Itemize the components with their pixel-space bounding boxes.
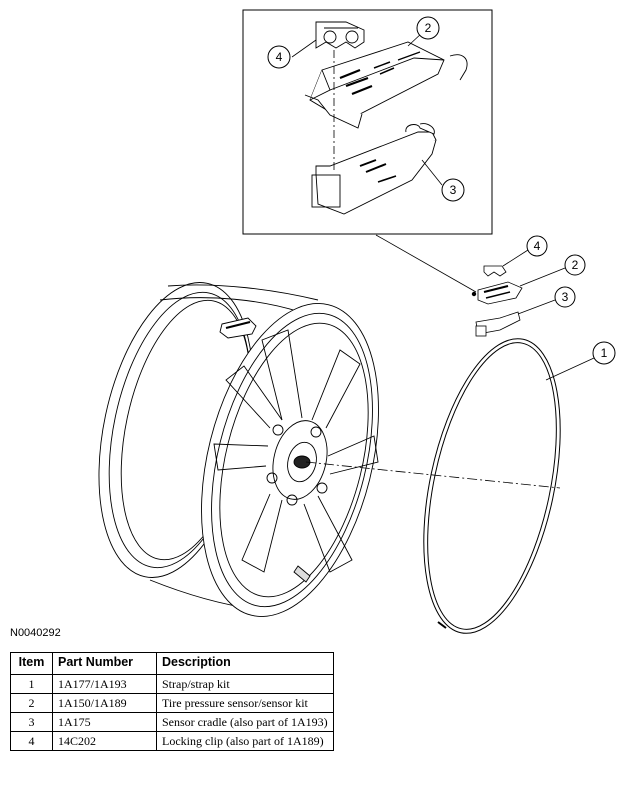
header-description: Description [156, 652, 334, 675]
inset-leader-line [375, 234, 477, 293]
figure-id: N0040292 [10, 627, 61, 639]
small-locking-clip [483, 265, 507, 277]
inset-locking-clip [315, 21, 365, 49]
table-row: 1 1A177/1A193 Strap/strap kit [10, 674, 334, 694]
inset-sensor [304, 41, 468, 129]
callout-2: 2 [519, 254, 586, 287]
exploded-diagram: 4 2 3 4 2 3 [98, 9, 616, 634]
table-header-row: Item Part Number Description [10, 652, 334, 675]
inset-callout-2: 2 [407, 16, 440, 47]
small-cradle [475, 311, 521, 337]
callout-label: 2 [572, 258, 579, 272]
callout-label: 4 [534, 239, 541, 253]
inset-cradle [311, 123, 437, 215]
cell-item: 4 [10, 731, 53, 751]
cell-part-number: 1A150/1A189 [52, 693, 157, 713]
inset-callout-3: 3 [421, 159, 465, 202]
header-item: Item [10, 652, 53, 675]
small-sensor [471, 281, 523, 305]
inset-callout-4: 4 [267, 39, 317, 69]
detail-inset-box [242, 9, 493, 235]
callout-label: 1 [601, 346, 608, 360]
wheel [98, 282, 379, 617]
cell-part-number: 14C202 [52, 731, 157, 751]
strap [423, 338, 561, 634]
cell-item: 3 [10, 712, 53, 732]
table-row: 2 1A150/1A189 Tire pressure sensor/senso… [10, 693, 334, 713]
cell-item: 2 [10, 693, 53, 713]
parts-table: Item Part Number Description 1 1A177/1A1… [10, 652, 334, 751]
header-part-number: Part Number [52, 652, 157, 675]
callout-label: 3 [562, 290, 569, 304]
cell-item: 1 [10, 674, 53, 694]
table-row: 3 1A175 Sensor cradle (also part of 1A19… [10, 712, 334, 732]
cell-description: Strap/strap kit [156, 674, 334, 694]
cell-part-number: 1A177/1A193 [52, 674, 157, 694]
cell-description: Locking clip (also part of 1A189) [156, 731, 334, 751]
cell-part-number: 1A175 [52, 712, 157, 732]
callout-1: 1 [545, 341, 616, 381]
callout-label: 4 [276, 50, 283, 64]
wheel-to-strap-line [305, 461, 561, 489]
cell-description: Sensor cradle (also part of 1A193) [156, 712, 334, 732]
table-row: 4 14C202 Locking clip (also part of 1A18… [10, 731, 334, 751]
callout-label: 2 [425, 21, 432, 35]
callout-4: 4 [502, 235, 548, 267]
callout-label: 3 [450, 183, 457, 197]
cell-description: Tire pressure sensor/sensor kit [156, 693, 334, 713]
callout-3: 3 [517, 286, 576, 315]
